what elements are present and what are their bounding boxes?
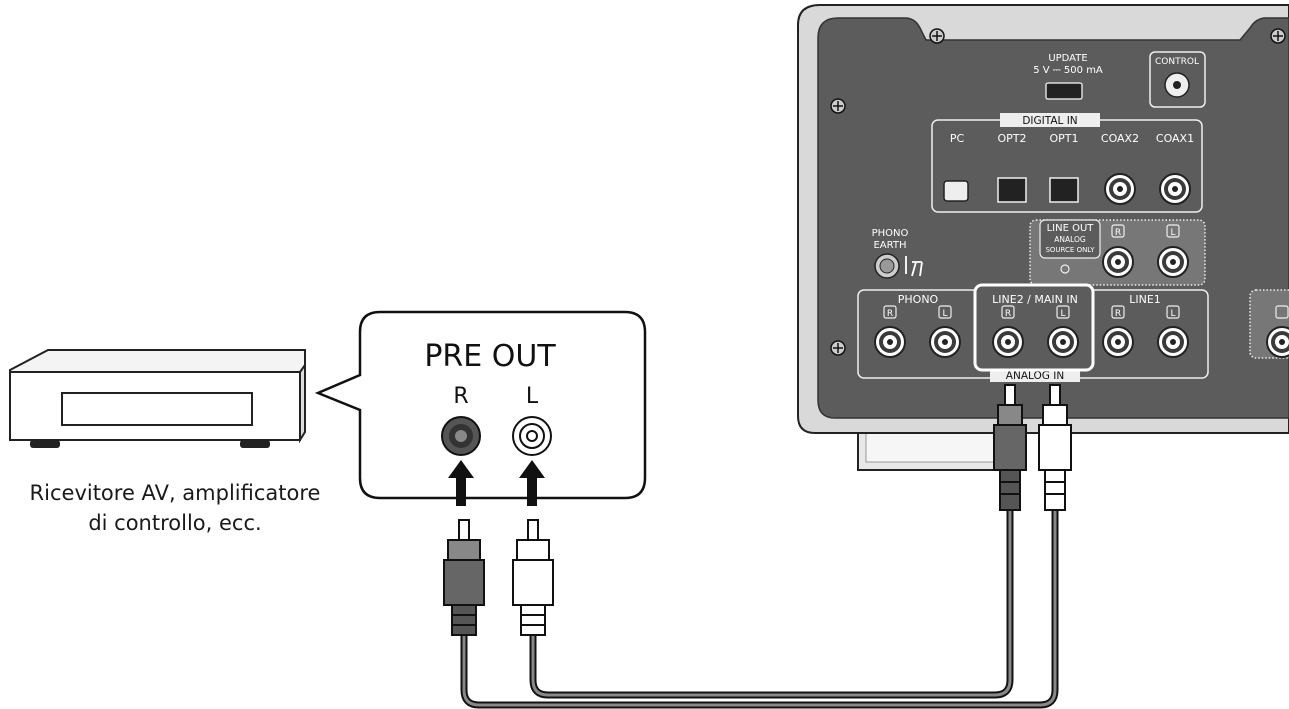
phono-earth-line1: PHONO	[872, 228, 909, 239]
rca-plug-white-icon	[1038, 384, 1072, 511]
update-label: UPDATE	[1048, 53, 1087, 64]
analog-group-line2: LINE2 / MAIN IN	[992, 293, 1078, 306]
digital-port-pc: PC	[950, 132, 965, 145]
line2-l-jack	[1047, 326, 1079, 358]
phono-earth-line2: EARTH	[873, 240, 906, 251]
digital-port-coax1: COAX1	[1156, 132, 1194, 145]
analog-in-title: ANALOG IN	[1006, 370, 1064, 382]
optical-port-1	[1049, 177, 1079, 203]
line1-l-jack	[1157, 326, 1189, 358]
pre-out-l-label: L	[526, 384, 539, 409]
line1-l: L	[1170, 309, 1175, 319]
digital-port-coax2: COAX2	[1101, 132, 1139, 145]
pre-out-r-jack	[441, 416, 481, 456]
caption-line-2: di controllo, ecc.	[88, 511, 262, 535]
pre-out-callout: PRE OUT R L	[314, 310, 647, 506]
control-jack	[1164, 72, 1190, 98]
rca-plug-red-icon	[993, 384, 1027, 511]
pre-out-r-label: R	[453, 384, 468, 409]
digital-port-opt1: OPT1	[1049, 132, 1078, 145]
pre-out-l-jack	[512, 416, 552, 456]
line1-r: R	[1115, 309, 1121, 319]
line-out-r-jack	[1102, 246, 1134, 278]
optical-port-2	[997, 177, 1027, 203]
rca-plug-red-icon	[443, 519, 485, 636]
coax2-jack	[1104, 173, 1136, 205]
screw-icon	[830, 28, 1286, 356]
line-out-note2: SOURCE ONLY	[1045, 246, 1095, 254]
digital-in-title: DIGITAL IN	[1022, 115, 1077, 127]
line2-r: R	[1005, 309, 1011, 319]
phono-r: R	[887, 309, 893, 319]
line-out-note1: ANALOG	[1054, 235, 1086, 244]
line-out-l: L	[1170, 228, 1175, 238]
control-label: CONTROL	[1155, 57, 1199, 67]
phono-l: L	[942, 309, 947, 319]
caption-line-1: Ricevitore AV, amplificatore	[29, 481, 321, 505]
line1-r-jack	[1102, 326, 1134, 358]
update-spec: 5 V ⎓ 500 mA	[1033, 65, 1103, 76]
pre-out-title: PRE OUT	[424, 339, 556, 374]
phono-l-jack	[929, 326, 961, 358]
line2-r-jack	[992, 326, 1024, 358]
phono-r-jack	[874, 326, 906, 358]
digital-port-opt2: OPT2	[997, 132, 1026, 145]
line-out-title: LINE OUT	[1047, 223, 1095, 234]
line2-l: L	[1060, 309, 1065, 319]
usb-b-port	[943, 180, 969, 202]
av-receiver-icon	[9, 349, 306, 448]
source-device-caption: Ricevitore AV, amplificatore di controll…	[0, 478, 350, 538]
analog-group-phono: PHONO	[898, 293, 939, 306]
rca-plug-white-icon	[512, 519, 554, 636]
ground-terminal-icon	[874, 253, 923, 279]
usb-update-port	[1045, 82, 1083, 100]
rear-panel: UPDATE 5 V ⎓ 500 mA CONTROL DIGITAL IN P…	[797, 4, 1289, 471]
coax1-jack	[1159, 173, 1191, 205]
extra-jack	[1266, 326, 1289, 358]
arrow-up-icon	[448, 460, 545, 506]
line-out-l-jack	[1157, 246, 1189, 278]
line-out-r: R	[1115, 228, 1121, 238]
analog-group-line1: LINE1	[1129, 293, 1161, 306]
rca-cable	[460, 510, 1059, 709]
